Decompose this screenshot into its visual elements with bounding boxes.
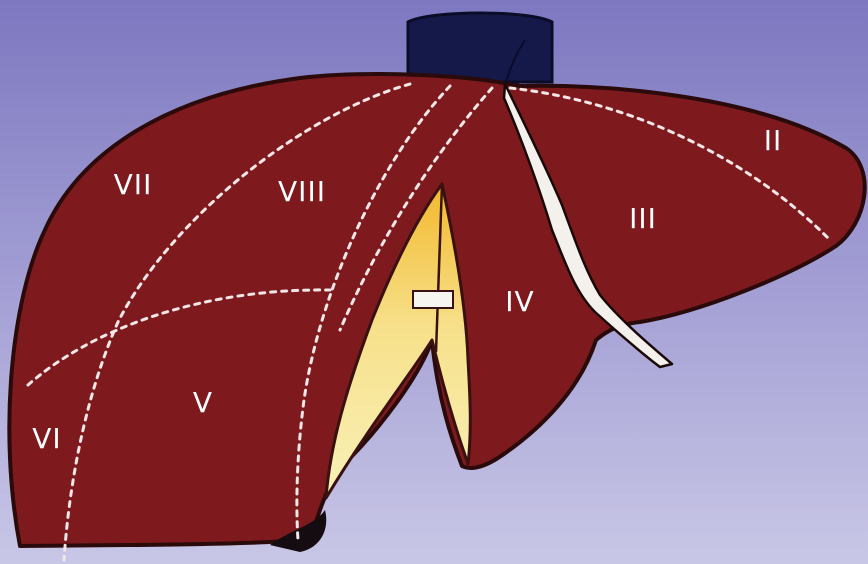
segment-label-v: V [193, 386, 213, 419]
segment-label-vi: VI [32, 422, 61, 455]
segment-label-iv: IV [505, 285, 534, 318]
segment-label-ii: II [764, 124, 783, 157]
gallbladder-marker [413, 291, 453, 308]
segment-label-vii: VII [114, 168, 153, 201]
segment-label-iii: III [629, 202, 657, 235]
segment-label-viii: VIII [278, 175, 326, 208]
vena-cava [408, 13, 552, 82]
